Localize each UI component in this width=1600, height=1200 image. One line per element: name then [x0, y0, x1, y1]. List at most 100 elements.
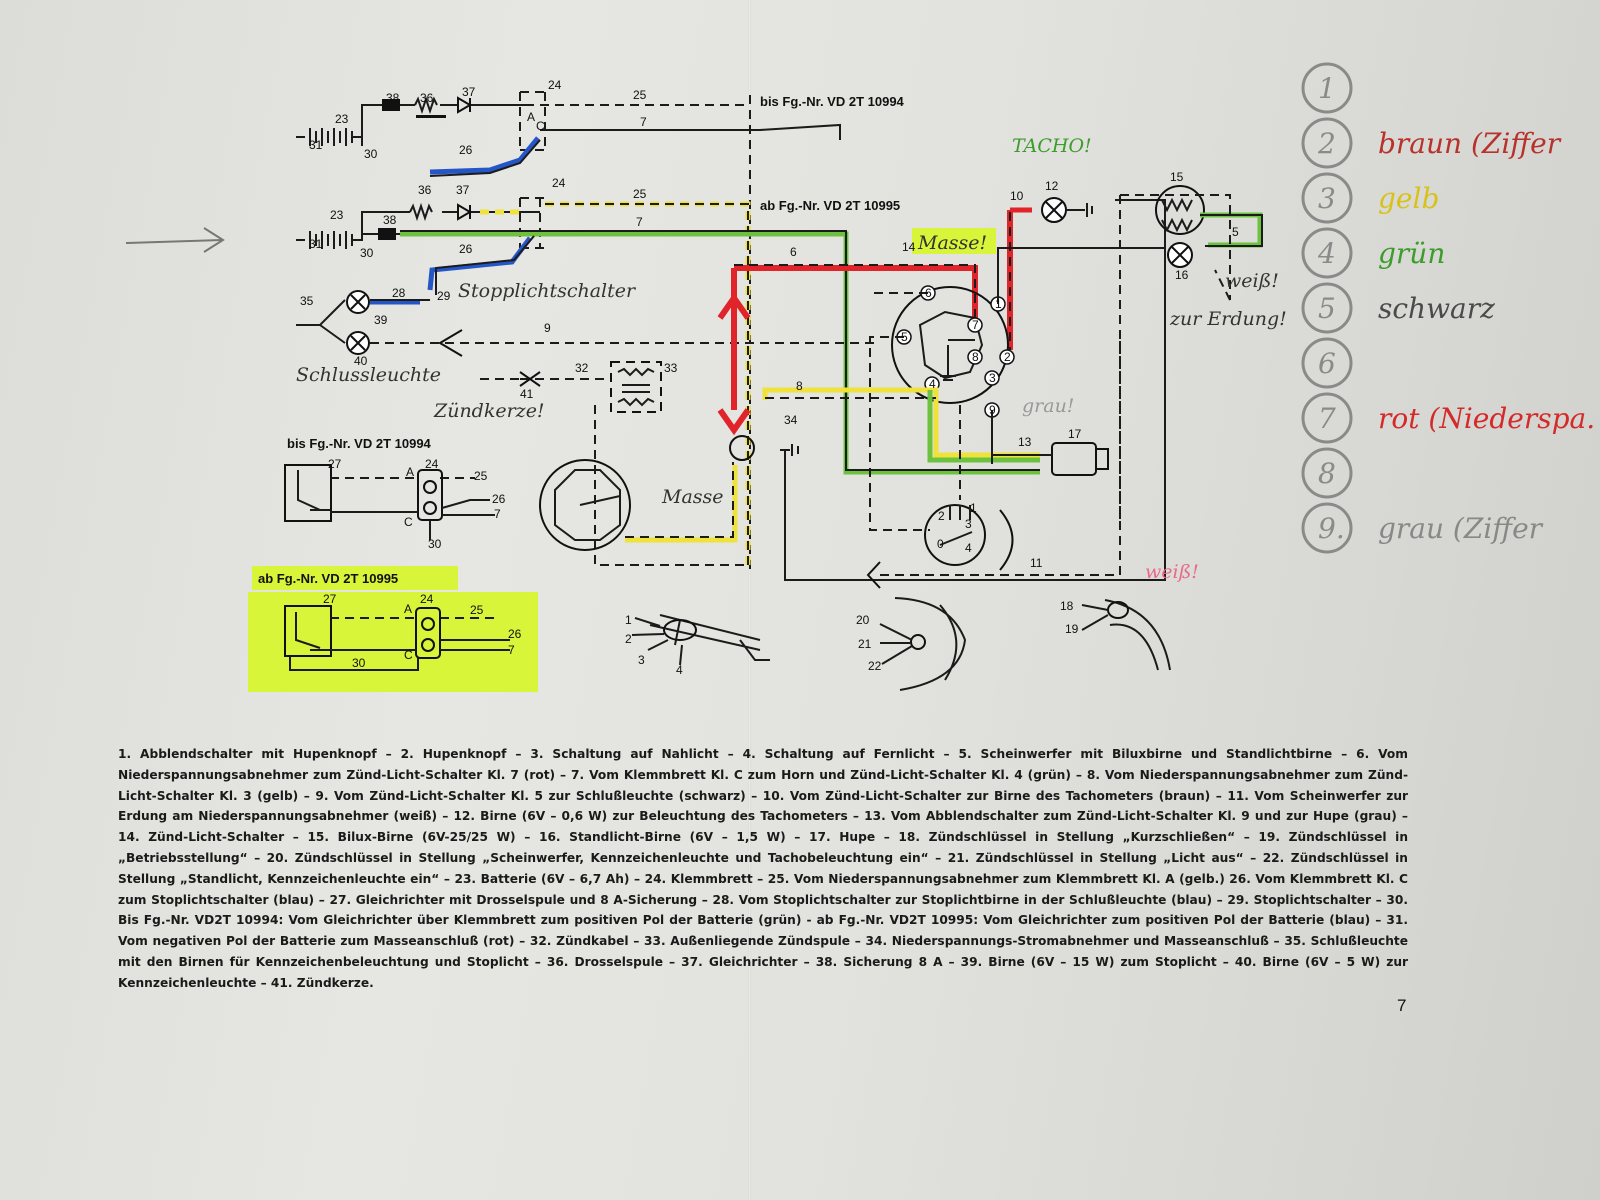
legend-color-name: rot (Niederspa. zum [1378, 402, 1600, 435]
detail-old-27: 27 [328, 457, 342, 471]
legend-number: 2 [1317, 127, 1336, 160]
label-8: 8 [796, 379, 803, 393]
ignition-circuit [480, 199, 1166, 581]
label-25: 25 [633, 88, 647, 102]
detail-old-26: 26 [492, 492, 506, 506]
detail-old-c: C [404, 515, 413, 529]
red-wires [717, 207, 1032, 436]
label-29: 29 [437, 289, 451, 303]
label-39: 39 [374, 313, 388, 327]
legend-row: 9.grau (Ziffer [1301, 502, 1544, 554]
label-35: 35 [300, 294, 314, 308]
note-schlussleuchte: Schlussleuchte [296, 364, 441, 386]
note-masse-2: Masse [661, 486, 724, 508]
handle-1: 1 [625, 613, 632, 627]
label-a: A [527, 110, 535, 124]
term-8: 8 [972, 350, 979, 364]
terminal-detail-old [284, 464, 495, 540]
note-zur-erdung: zur Erdung! [1169, 308, 1287, 330]
detail-old-30: 30 [428, 537, 442, 551]
dim-4: 4 [965, 541, 972, 555]
term-3: 3 [989, 371, 996, 385]
row-old-wiring [296, 91, 841, 570]
label-37: 37 [462, 85, 476, 99]
legend-row: 1 [1301, 62, 1353, 114]
term-7: 7 [972, 318, 979, 332]
legend-circle [1301, 62, 1353, 114]
label-9: 9 [544, 321, 551, 335]
dim-1: 1 [970, 501, 977, 515]
label-26: 26 [459, 143, 473, 157]
note-weiss: weiß! [1225, 270, 1279, 292]
diagram-labels: 38 36 37 24 25 bis Fg.-Nr. VD 2T 10994 2… [258, 78, 1239, 677]
legend-row: 7 rot (Niederspa. zum [1301, 392, 1600, 444]
legend-circle [1301, 502, 1353, 554]
label-25b: 25 [633, 187, 647, 201]
handle-3: 3 [638, 653, 645, 667]
handle-4: 4 [676, 663, 683, 677]
legend-color-name: grün [1378, 237, 1445, 270]
label-11: 11 [1030, 556, 1043, 570]
legend-circle [1301, 392, 1353, 444]
pencil-arrow-icon [125, 227, 225, 253]
label-32: 32 [575, 361, 589, 375]
label-31: 31 [309, 138, 323, 152]
legend-number: 6 [1318, 347, 1336, 380]
key-20: 20 [856, 613, 870, 627]
label-c: C [536, 119, 545, 133]
handlebar-illustration [631, 614, 770, 666]
legend-number: 1 [1318, 72, 1336, 105]
legend-number: 7 [1318, 402, 1336, 435]
label-33: 33 [664, 361, 678, 375]
label-24: 24 [548, 78, 562, 92]
label-15: 15 [1170, 170, 1184, 184]
detail-new-25: 25 [470, 603, 484, 617]
legend-number: 8 [1318, 457, 1336, 490]
legend-number: 4 [1317, 237, 1336, 270]
key-22: 22 [868, 659, 882, 673]
legend-circle [1301, 337, 1353, 389]
detail-new-c: C [404, 648, 413, 662]
note-tacho: TACHO! [1012, 135, 1092, 157]
note-zuendkerze: Zündkerze! [433, 400, 545, 422]
highlight-masse [912, 228, 996, 254]
ignition-key-illustration [879, 597, 967, 691]
detail-old-25: 25 [474, 469, 488, 483]
label-17: 17 [1068, 427, 1082, 441]
detail-new-26: 26 [508, 627, 522, 641]
label-7: 7 [640, 115, 647, 129]
legend-circle [1301, 447, 1353, 499]
label-38b: 38 [383, 213, 397, 227]
highlight-terminal-new [248, 592, 538, 692]
horn [991, 410, 1109, 476]
term-4: 4 [929, 377, 936, 391]
label-30: 30 [364, 147, 378, 161]
headlight-group [1041, 185, 1263, 520]
legend-circle [1301, 117, 1353, 169]
label-24b: 24 [552, 176, 566, 190]
legend-color-name: gelb [1378, 182, 1439, 215]
detail-new-7: 7 [508, 643, 515, 657]
key-21: 21 [858, 637, 872, 651]
handle-2: 2 [625, 632, 632, 646]
label-41: 41 [520, 387, 534, 401]
label-26b: 26 [459, 242, 473, 256]
term-9: 9 [989, 403, 996, 417]
highlight-variant-new [252, 566, 458, 590]
terminal-detail-new [284, 605, 510, 671]
legend-row: 6 [1301, 337, 1353, 389]
page-number: 7 [1397, 996, 1407, 1015]
detail-old-24: 24 [425, 457, 439, 471]
detail-new-a: A [404, 602, 412, 616]
detail-new-30: 30 [352, 656, 366, 670]
label-16: 16 [1175, 268, 1189, 282]
term-6: 6 [925, 286, 932, 300]
detail-new-27: 27 [323, 592, 337, 606]
row-new-wiring [296, 197, 1040, 570]
label-34: 34 [784, 413, 798, 427]
